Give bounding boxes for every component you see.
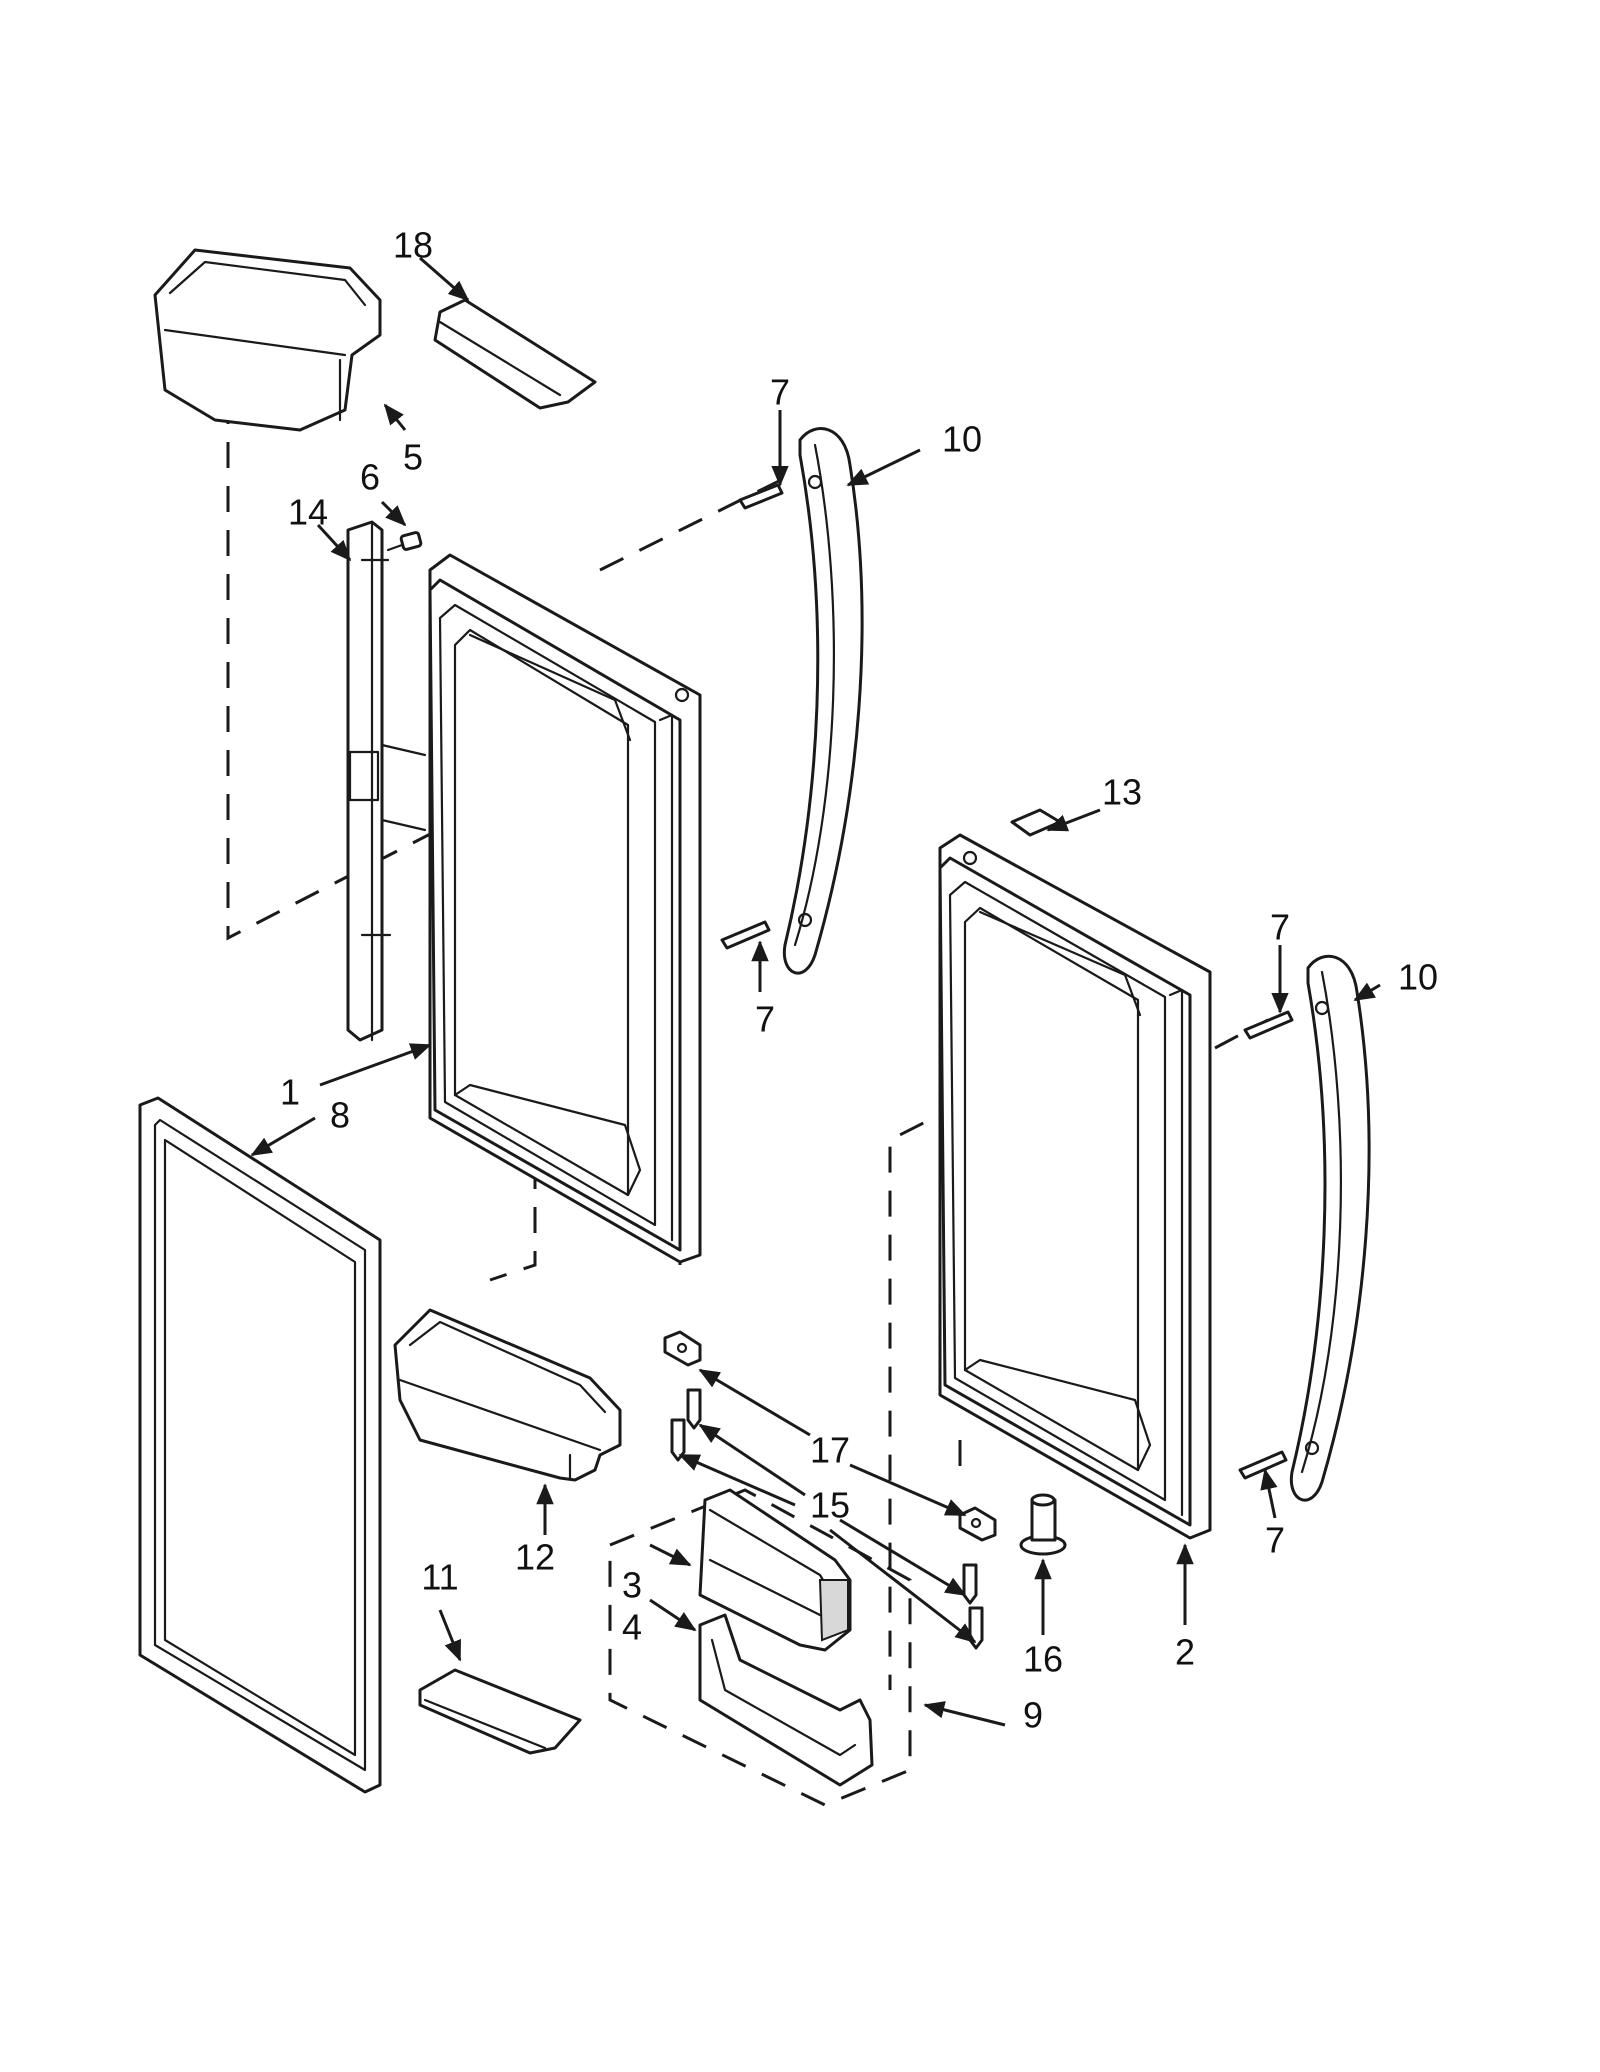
callout-8: 8 — [330, 1095, 350, 1136]
callout-17: 17 — [810, 1430, 850, 1471]
door-handle-upper — [782, 427, 864, 975]
door-hinge-panel — [346, 520, 427, 1042]
callout-2: 2 — [1175, 1632, 1195, 1673]
callout-3: 3 — [622, 1565, 642, 1606]
right-door — [938, 833, 1212, 1540]
hinge-bracket-left — [663, 1330, 702, 1367]
callout-11: 11 — [421, 1557, 458, 1598]
label-13 — [1010, 808, 1062, 837]
callout-18: 18 — [393, 225, 433, 266]
door-bin-lower — [393, 1308, 622, 1482]
callout-labels: 18 5 6 14 7 10 7 1 8 13 7 10 7 17 15 12 … — [280, 225, 1438, 1736]
left-door — [428, 553, 702, 1264]
callout-12: 12 — [515, 1537, 555, 1578]
callout-10a: 10 — [942, 419, 982, 460]
callout-7c: 7 — [1270, 907, 1290, 948]
callout-14: 14 — [288, 492, 328, 533]
callout-9: 9 — [1023, 1695, 1043, 1736]
small-shelf-cover — [433, 298, 597, 410]
callout-1: 1 — [280, 1072, 300, 1113]
callout-10b: 10 — [1398, 957, 1438, 998]
handle-screws-upper — [720, 483, 784, 950]
callout-7b: 7 — [755, 999, 775, 1040]
hinge-bracket-right — [958, 1506, 997, 1542]
callout-13: 13 — [1102, 772, 1142, 813]
screw-6 — [386, 531, 423, 552]
callout-15: 15 — [810, 1485, 850, 1526]
leader-lines — [250, 256, 1381, 1727]
handle-screws-lower — [1238, 1010, 1294, 1480]
callout-7d: 7 — [1265, 1520, 1285, 1561]
callout-16: 16 — [1023, 1639, 1063, 1680]
dispenser-assembly — [608, 1488, 912, 1807]
door-bin-upper — [153, 248, 382, 432]
callout-5: 5 — [403, 437, 423, 478]
callout-7a: 7 — [770, 372, 790, 413]
hinge-screws-left — [670, 1388, 702, 1462]
door-gasket — [138, 1096, 382, 1794]
door-handle-lower — [1289, 954, 1371, 1502]
callout-4: 4 — [622, 1607, 642, 1648]
small-shelf-lower — [418, 1668, 582, 1755]
callout-6: 6 — [360, 457, 380, 498]
hinge-pin — [1019, 1493, 1067, 1556]
